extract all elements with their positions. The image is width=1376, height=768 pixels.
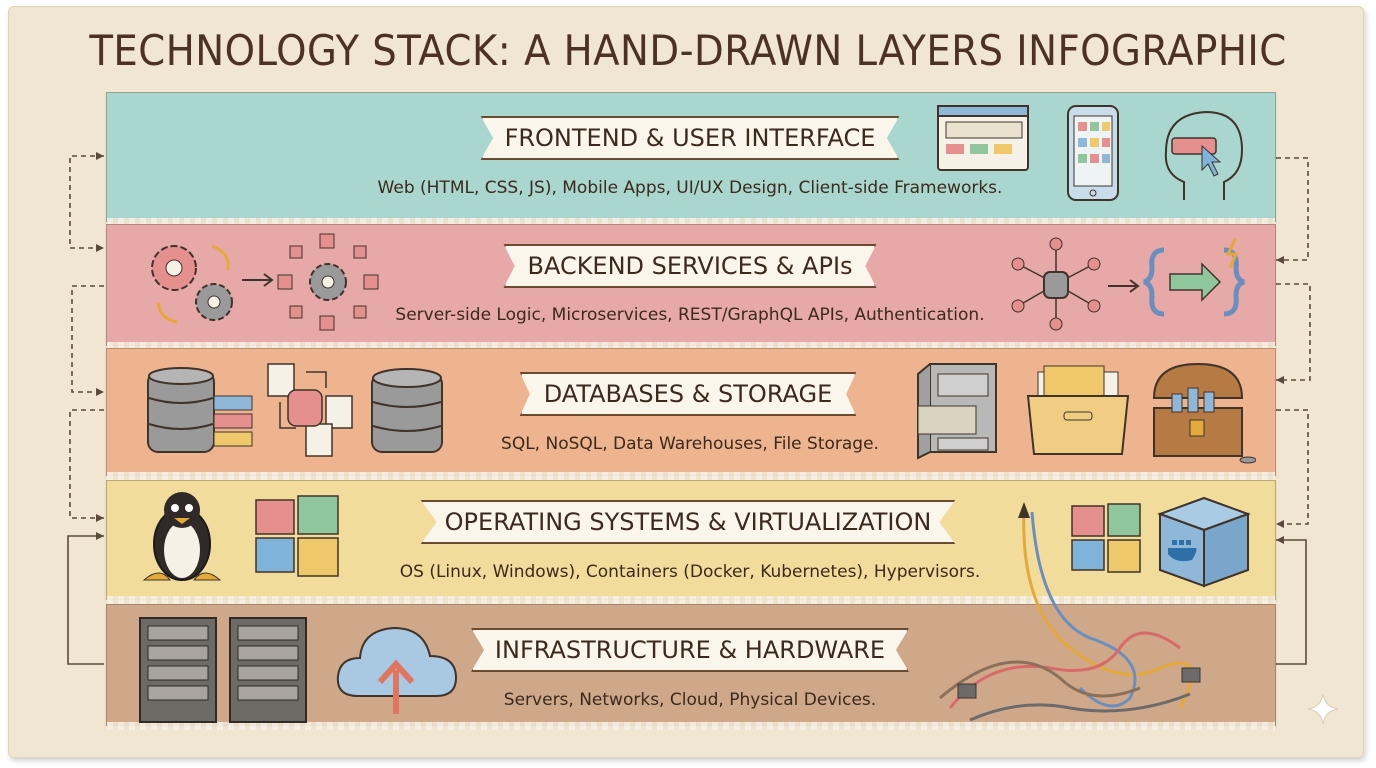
document-database-icon [267, 363, 353, 457]
layer-description: SQL, NoSQL, Data Warehouses, File Storag… [501, 434, 879, 454]
file-box-icon [1026, 365, 1130, 455]
cloud-upload-icon [336, 626, 458, 714]
infographic-title: TECHNOLOGY STACK: A HAND-DRAWN LAYERS IN… [89, 26, 1287, 75]
layer-description: Servers, Networks, Cloud, Physical Devic… [503, 690, 877, 710]
database-table-icon [147, 367, 253, 453]
right-arrow-icon [242, 273, 274, 287]
layer-heading: DATABASES & STORAGE [519, 372, 857, 416]
gears-icon [151, 244, 233, 324]
server-rack-icon [139, 617, 217, 723]
sparkle-icon [1307, 693, 1339, 725]
right-arrow-3 [1276, 409, 1309, 525]
microservice-gear-icon [277, 233, 379, 331]
left-arrow-3 [69, 409, 104, 519]
right-arrow-icon [1108, 279, 1140, 293]
linux-penguin-icon [142, 492, 222, 581]
left-arrow-2 [71, 285, 104, 393]
docker-box-icon [1157, 496, 1251, 588]
database-icon [371, 368, 443, 453]
power-cables-icon [939, 502, 1201, 722]
windows-logo-icon [1071, 503, 1141, 573]
layer-description: Web (HTML, CSS, JS), Mobile Apps, UI/UX … [377, 178, 1003, 198]
right-arrow-4 [1276, 539, 1307, 665]
windows-logo-icon [255, 495, 339, 577]
left-arrow-4 [67, 535, 104, 665]
browser-window-icon [937, 105, 1029, 171]
layer-heading: OPERATING SYSTEMS & VIRTUALIZATION [420, 500, 956, 544]
layer-description: OS (Linux, Windows), Containers (Docker,… [399, 562, 981, 582]
layer-heading: INFRASTRUCTURE & HARDWARE [470, 628, 910, 672]
treasure-chest-icon [1152, 362, 1256, 464]
filing-cabinet-icon [917, 363, 997, 460]
database-network-icon [1011, 237, 1101, 331]
layer-heading: FRONTEND & USER INTERFACE [480, 116, 900, 160]
layer-description: Server-side Logic, Microservices, REST/G… [395, 305, 985, 325]
head-click-icon [1164, 110, 1244, 200]
api-braces-icon [1143, 238, 1245, 317]
smartphone-icon [1067, 105, 1119, 201]
server-rack-icon [229, 617, 307, 723]
right-arrow-2 [1276, 283, 1311, 381]
left-arrow-1 [69, 155, 104, 249]
right-arrow-1 [1276, 157, 1309, 261]
layer-heading: BACKEND SERVICES & APIs [503, 244, 877, 288]
